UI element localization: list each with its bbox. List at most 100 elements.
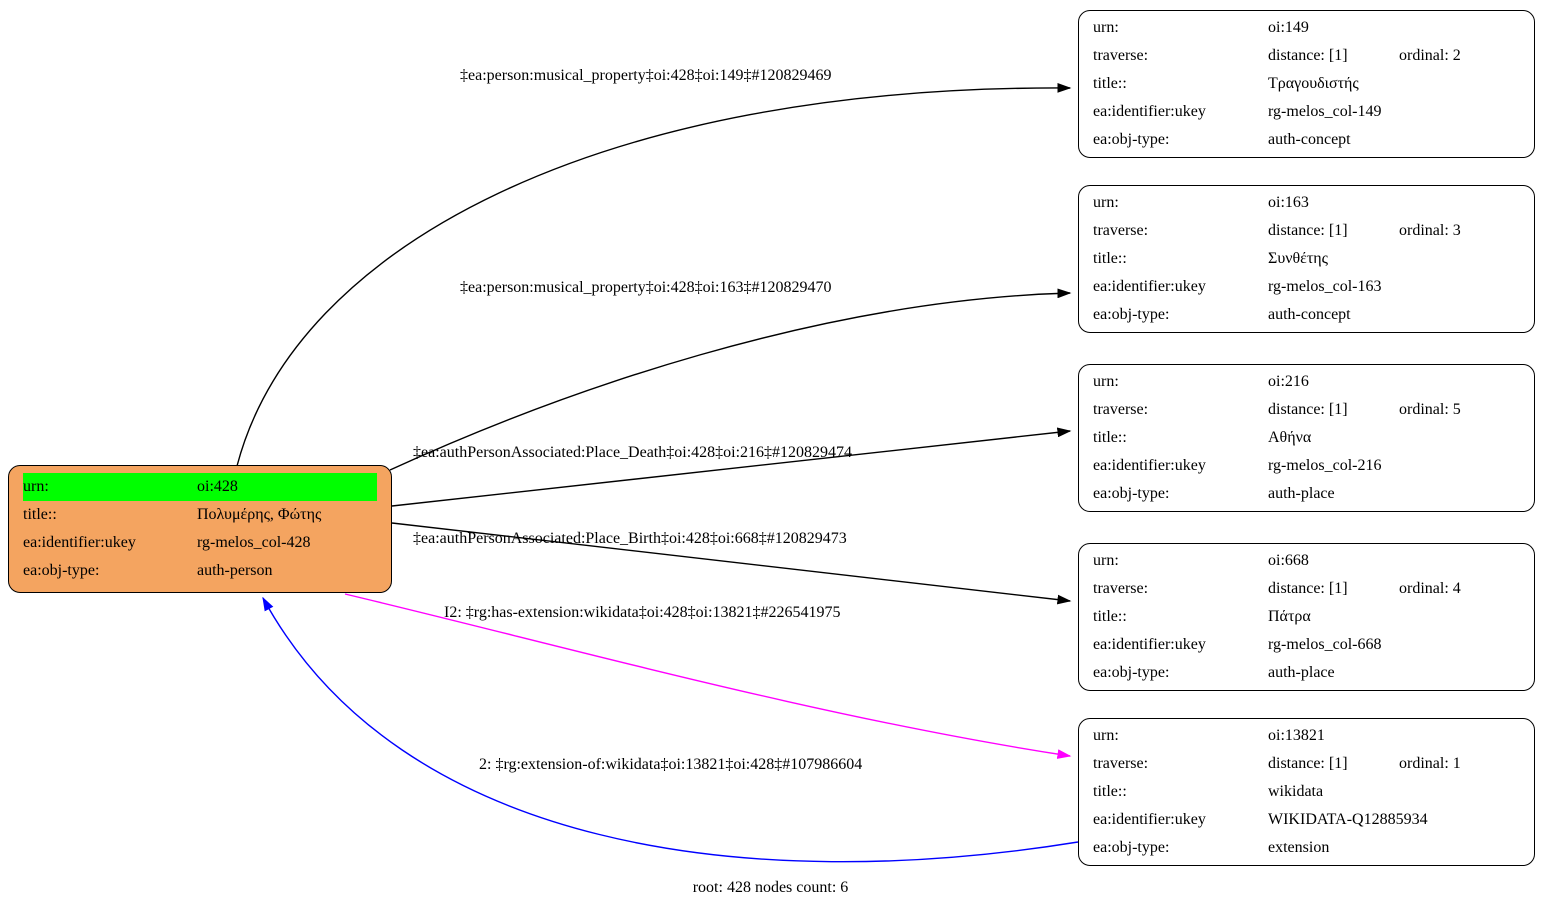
node-title-row: title:: wikidata	[1079, 778, 1534, 806]
field-label-identifier: ea:identifier:ukey	[1093, 811, 1206, 828]
node-ordinal-value: ordinal: 5	[1399, 401, 1461, 418]
node-identifier-row: ea:identifier:ukey rg-melos_col-216	[1079, 452, 1534, 480]
root-title-value: Πολυμέρης, Φώτης	[197, 506, 322, 523]
node-oi-149: urn: oi:149 traverse: distance: [1] ordi…	[1078, 10, 1535, 158]
node-urn-value: oi:216	[1268, 373, 1309, 390]
node-oi-216: urn: oi:216 traverse: distance: [1] ordi…	[1078, 364, 1535, 512]
field-label-traverse: traverse:	[1093, 47, 1149, 64]
node-traverse-row: traverse: distance: [1] ordinal: 3	[1079, 217, 1534, 245]
field-label-objtype: ea:obj-type:	[1093, 839, 1170, 856]
node-urn-row: urn: oi:216	[1079, 368, 1534, 396]
node-urn-row: urn: oi:163	[1079, 189, 1534, 217]
node-title-value: Πάτρα	[1268, 608, 1311, 625]
field-label-title: title::	[1093, 783, 1127, 800]
node-urn-row: urn: oi:668	[1079, 547, 1534, 575]
node-objtype-value: auth-place	[1268, 664, 1335, 681]
node-identifier-value: rg-melos_col-668	[1268, 636, 1382, 653]
node-title-value: Αθήνα	[1268, 429, 1312, 446]
field-label-traverse: traverse:	[1093, 222, 1149, 239]
root-urn-row: urn: oi:428	[9, 473, 391, 501]
field-label-objtype: ea:obj-type:	[1093, 485, 1170, 502]
node-objtype-value: auth-concept	[1268, 131, 1351, 148]
node-identifier-value: WIKIDATA-Q12885934	[1268, 811, 1428, 828]
edge-extension-of-428	[262, 596, 1079, 863]
node-ordinal-value: ordinal: 2	[1399, 47, 1461, 64]
field-label-objtype: ea:obj-type:	[23, 562, 100, 579]
node-identifier-value: rg-melos_col-149	[1268, 103, 1382, 120]
node-traverse-row: traverse: distance: [1] ordinal: 5	[1079, 396, 1534, 424]
field-label-objtype: ea:obj-type:	[1093, 664, 1170, 681]
node-oi-668: urn: oi:668 traverse: distance: [1] ordi…	[1078, 543, 1535, 691]
node-urn-value: oi:149	[1268, 19, 1309, 36]
root-urn-value: oi:428	[197, 473, 377, 501]
node-identifier-value: rg-melos_col-163	[1268, 278, 1382, 295]
node-title-value: Τραγουδιστής	[1268, 75, 1359, 92]
root-identifier-row: ea:identifier:ukey rg-melos_col-428	[9, 529, 391, 557]
field-label-title: title::	[1093, 429, 1127, 446]
field-label-title: title::	[1093, 608, 1127, 625]
field-label-title: title::	[1093, 250, 1127, 267]
root-identifier-value: rg-melos_col-428	[197, 534, 311, 551]
edge-label-musical-property-163: ‡ea:person:musical_property‡oi:428‡oi:16…	[460, 279, 832, 296]
node-objtype-row: ea:obj-type: auth-place	[1079, 659, 1534, 687]
root-node-oi-428: urn: oi:428 title:: Πολυμέρης, Φώτης ea:…	[8, 465, 392, 593]
node-urn-row: urn: oi:13821	[1079, 722, 1534, 750]
edge-label-extension-of-428: 2: ‡rg:extension-of:wikidata‡oi:13821‡oi…	[479, 756, 863, 773]
field-label-traverse: traverse:	[1093, 755, 1149, 772]
node-identifier-row: ea:identifier:ukey rg-melos_col-668	[1079, 631, 1534, 659]
edge-label-place-death-216: ‡ea:authPersonAssociated:Place_Death‡oi:…	[413, 444, 853, 461]
field-label-identifier: ea:identifier:ukey	[1093, 103, 1206, 120]
node-title-value: wikidata	[1268, 783, 1324, 800]
node-oi-163: urn: oi:163 traverse: distance: [1] ordi…	[1078, 185, 1535, 333]
edge-label-has-extension-13821: I2: ‡rg:has-extension:wikidata‡oi:428‡oi…	[444, 604, 841, 621]
node-title-row: title:: Συνθέτης	[1079, 245, 1534, 273]
node-urn-value: oi:13821	[1268, 727, 1325, 744]
field-label-urn: urn:	[1093, 727, 1119, 744]
node-distance-value: distance: [1]	[1268, 47, 1348, 64]
node-traverse-row: traverse: distance: [1] ordinal: 4	[1079, 575, 1534, 603]
node-identifier-row: ea:identifier:ukey rg-melos_col-163	[1079, 273, 1534, 301]
node-identifier-row: ea:identifier:ukey rg-melos_col-149	[1079, 98, 1534, 126]
footer-caption: root: 428 nodes count: 6	[692, 879, 849, 896]
field-label-urn: urn:	[1093, 552, 1119, 569]
node-objtype-row: ea:obj-type: auth-concept	[1079, 301, 1534, 329]
node-identifier-value: rg-melos_col-216	[1268, 457, 1382, 474]
field-label-traverse: traverse:	[1093, 580, 1149, 597]
edge-musical-property-149	[236, 83, 1072, 467]
node-objtype-row: ea:obj-type: auth-concept	[1079, 126, 1534, 154]
node-oi-13821: urn: oi:13821 traverse: distance: [1] or…	[1078, 718, 1535, 866]
field-label-urn: urn:	[1093, 373, 1119, 390]
field-label-title: title::	[1093, 75, 1127, 92]
field-label-objtype: ea:obj-type:	[1093, 131, 1170, 148]
node-distance-value: distance: [1]	[1268, 222, 1348, 239]
node-urn-row: urn: oi:149	[1079, 14, 1534, 42]
node-ordinal-value: ordinal: 3	[1399, 222, 1461, 239]
field-label-identifier: ea:identifier:ukey	[1093, 278, 1206, 295]
field-label-urn: urn:	[1093, 19, 1119, 36]
node-distance-value: distance: [1]	[1268, 401, 1348, 418]
field-label-identifier: ea:identifier:ukey	[1093, 636, 1206, 653]
node-distance-value: distance: [1]	[1268, 580, 1348, 597]
node-identifier-row: ea:identifier:ukey WIKIDATA-Q12885934	[1079, 806, 1534, 834]
node-ordinal-value: ordinal: 4	[1399, 580, 1461, 597]
node-title-row: title:: Πάτρα	[1079, 603, 1534, 631]
edge-label-musical-property-149: ‡ea:person:musical_property‡oi:428‡oi:14…	[460, 67, 832, 84]
field-label-objtype: ea:obj-type:	[1093, 306, 1170, 323]
node-traverse-row: traverse: distance: [1] ordinal: 1	[1079, 750, 1534, 778]
field-label-identifier: ea:identifier:ukey	[23, 534, 136, 551]
node-objtype-row: ea:obj-type: auth-place	[1079, 480, 1534, 508]
root-objtype-value: auth-person	[197, 562, 273, 579]
node-title-row: title:: Αθήνα	[1079, 424, 1534, 452]
root-title-row: title:: Πολυμέρης, Φώτης	[9, 501, 391, 529]
field-label-urn: urn:	[23, 473, 197, 501]
node-distance-value: distance: [1]	[1268, 755, 1348, 772]
node-title-row: title:: Τραγουδιστής	[1079, 70, 1534, 98]
node-ordinal-value: ordinal: 1	[1399, 755, 1461, 772]
node-objtype-value: auth-place	[1268, 485, 1335, 502]
node-traverse-row: traverse: distance: [1] ordinal: 2	[1079, 42, 1534, 70]
node-objtype-value: extension	[1268, 839, 1330, 856]
node-urn-value: oi:163	[1268, 194, 1309, 211]
root-objtype-row: ea:obj-type: auth-person	[9, 557, 391, 585]
node-objtype-value: auth-concept	[1268, 306, 1351, 323]
